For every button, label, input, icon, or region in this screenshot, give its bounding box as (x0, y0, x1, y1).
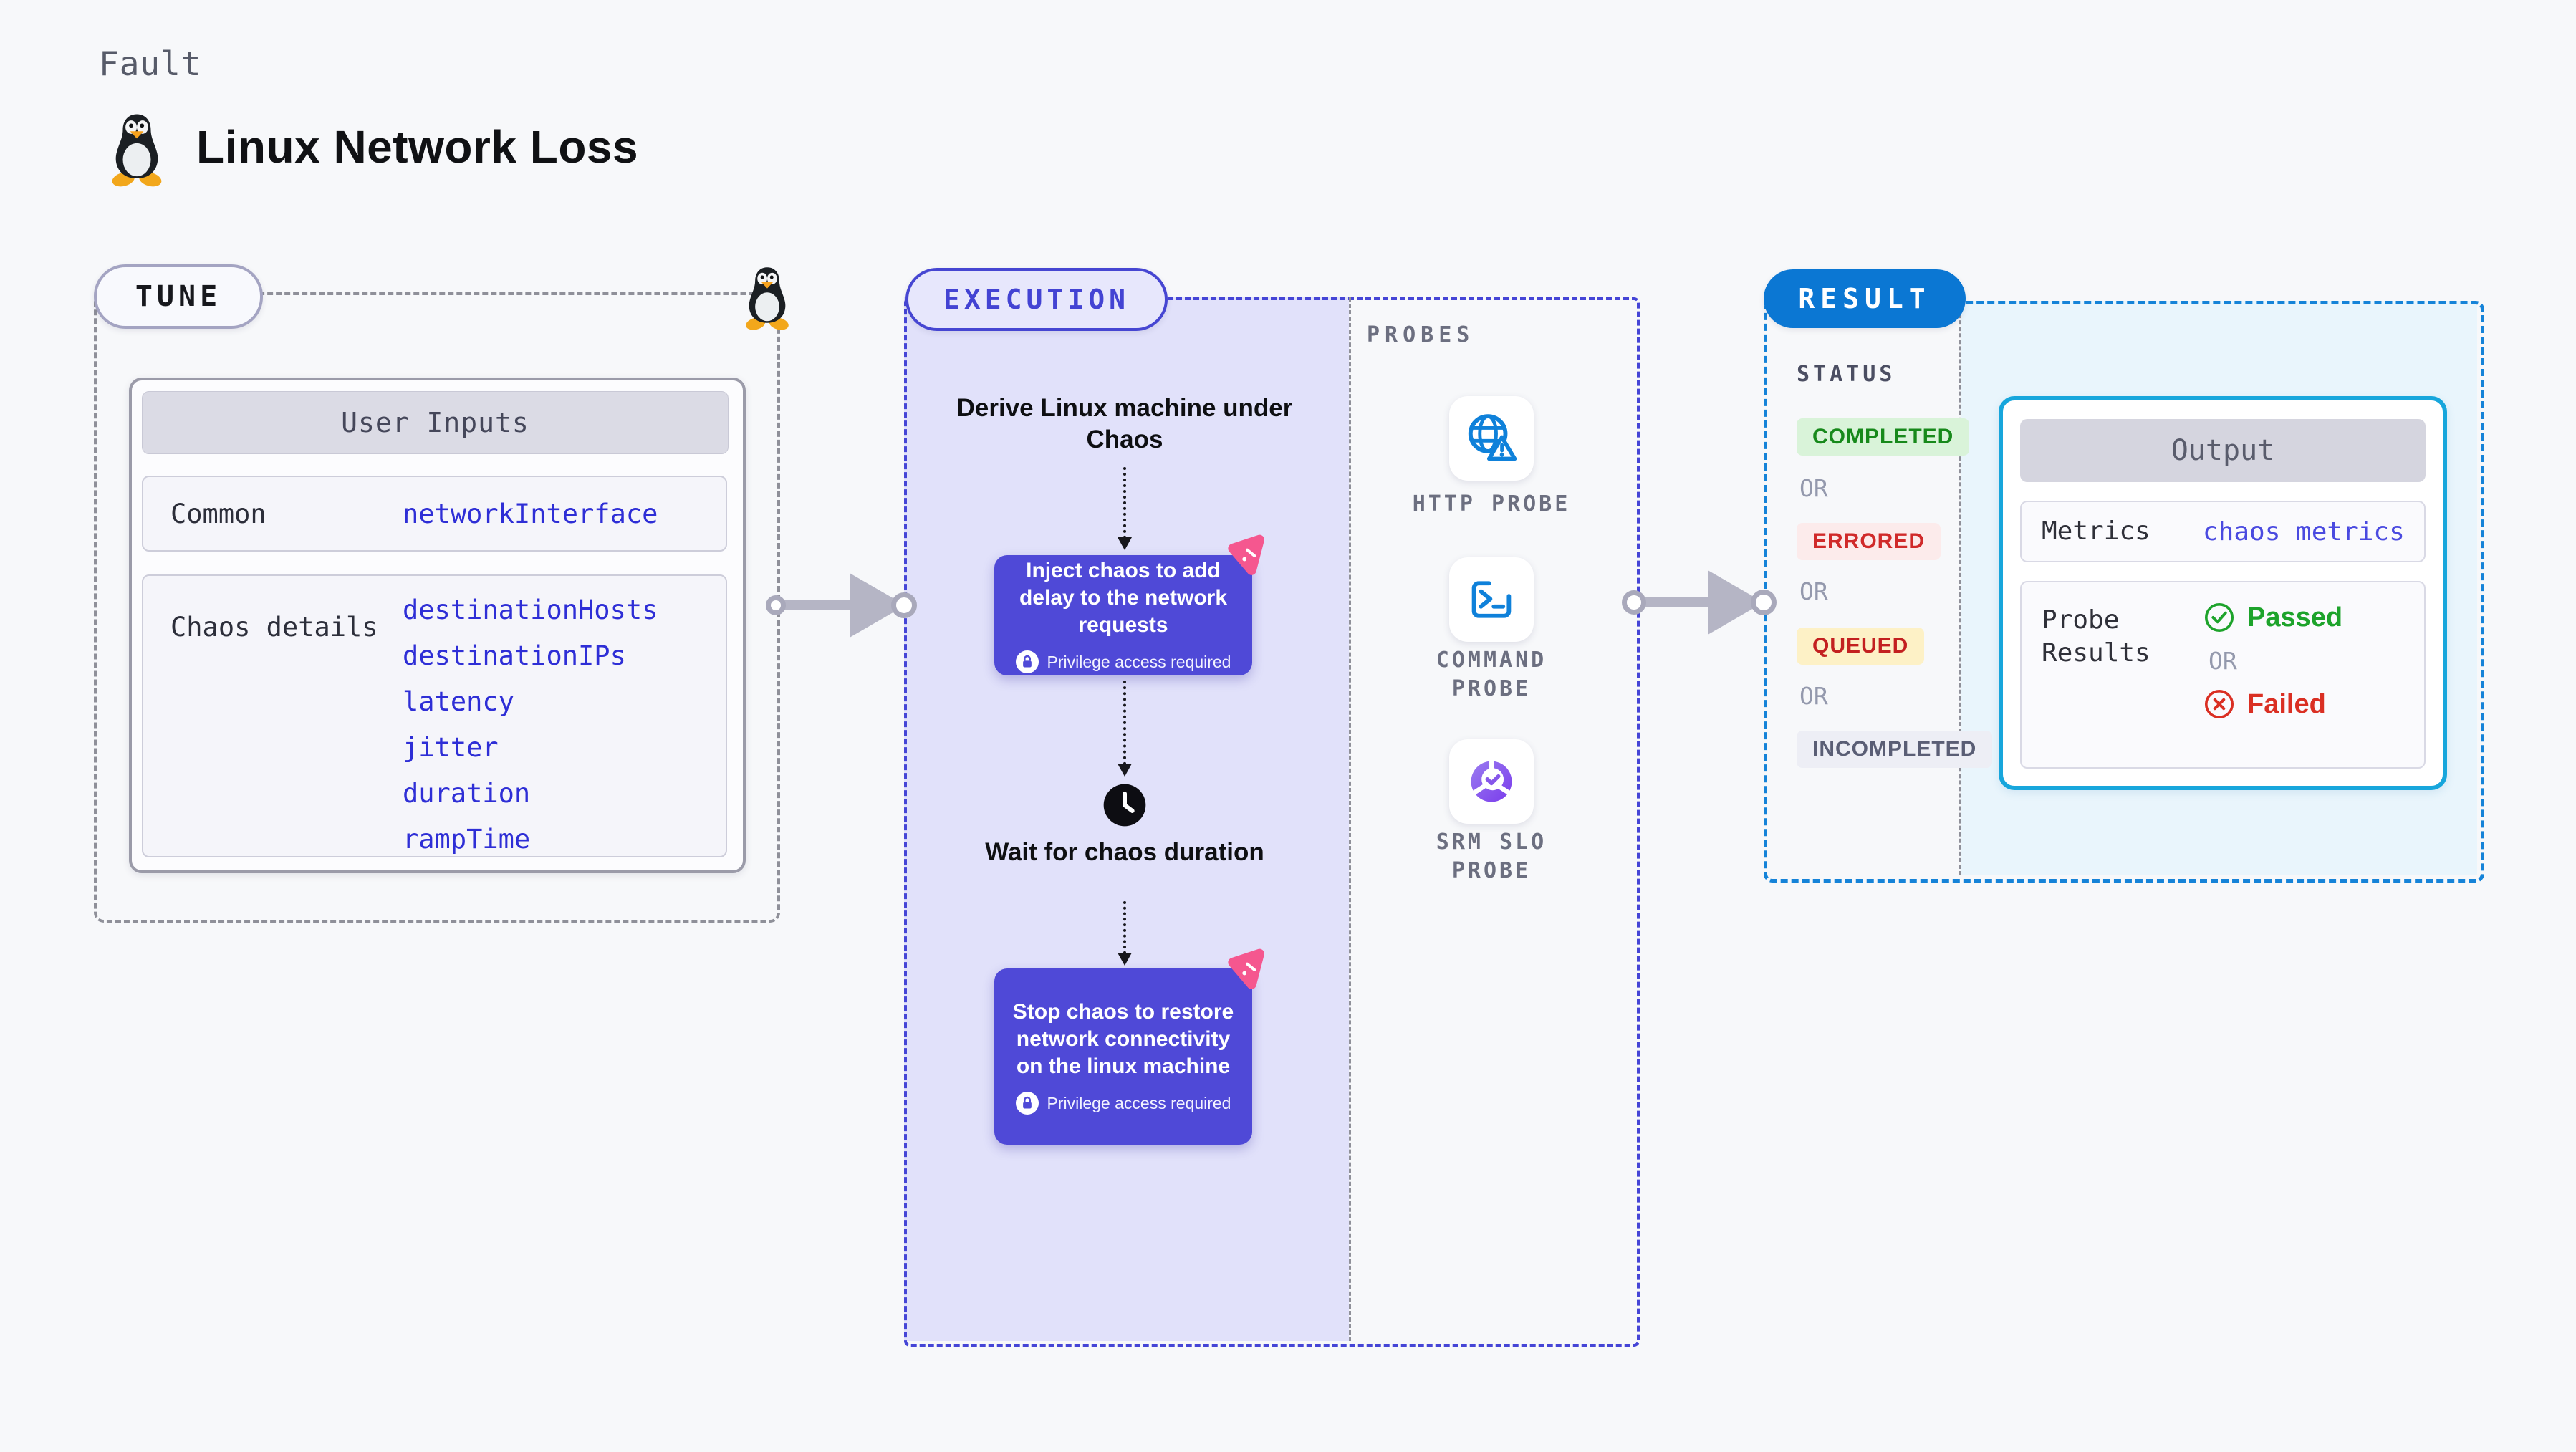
connector-dot (891, 592, 917, 618)
tune-to-execution-arrow (782, 600, 854, 610)
metrics-row: Metrics chaos metrics (2020, 501, 2426, 562)
arrow-down-icon (1118, 764, 1132, 777)
input-value: networkInterface (403, 498, 658, 529)
chaos-brand-icon (1223, 532, 1272, 581)
status-badge-incompleted: INCOMPLETED (1797, 731, 1993, 768)
connector-dot (1622, 590, 1646, 615)
arrow-down-icon (1118, 537, 1132, 550)
probe-results-label: Probe Results (2042, 605, 2150, 668)
or-separator: OR (2209, 647, 2237, 675)
passed-label: Passed (2247, 602, 2343, 633)
metrics-label: Metrics (2042, 516, 2150, 546)
output-title: Output (2020, 419, 2426, 482)
inject-step-text: Inject chaos to add delay to the network… (1019, 559, 1228, 637)
probes-divider (1349, 297, 1351, 1341)
flow-connector (1123, 467, 1126, 539)
page-title: Linux Network Loss (196, 121, 639, 173)
status-heading: STATUS (1797, 362, 1896, 387)
command-probe-label: COMMAND PROBE (1436, 648, 1547, 701)
input-value: destinationHosts (403, 595, 658, 625)
terminal-icon (1464, 572, 1519, 628)
arrow-down-icon (1118, 953, 1132, 966)
input-row-chaos-details: Chaos details destinationHosts destinati… (142, 574, 727, 857)
result-pill: RESULT (1764, 269, 1966, 328)
execution-to-result-arrow (1642, 597, 1711, 607)
fault-kicker: Fault (99, 44, 202, 83)
or-separator: OR (1799, 682, 1828, 710)
privilege-note-text: Privilege access required (1047, 652, 1231, 671)
input-row-common: Common networkInterface (142, 476, 727, 552)
status-badge-queued: QUEUED (1797, 628, 1925, 665)
inject-chaos-step: Inject chaos to add delay to the network… (994, 555, 1252, 675)
connector-dot (1751, 590, 1777, 615)
lock-icon (1016, 650, 1039, 673)
or-separator: OR (1799, 474, 1828, 502)
input-value: rampTime (403, 824, 531, 855)
or-separator: OR (1799, 577, 1828, 605)
input-value: destinationIPs (403, 640, 626, 671)
input-value: jitter (403, 732, 499, 763)
privilege-note-text: Privilege access required (1047, 1093, 1231, 1112)
privilege-note: Privilege access required (1016, 650, 1231, 673)
http-probe-card (1449, 396, 1534, 481)
execution-section-box (904, 297, 1640, 1347)
x-circle-icon (2203, 688, 2236, 721)
privilege-note: Privilege access required (1016, 1092, 1231, 1115)
lock-icon (1016, 1092, 1039, 1115)
failed-label: Failed (2247, 688, 2326, 719)
wait-step-text: Wait for chaos duration (985, 838, 1264, 866)
chaos-brand-icon (1223, 946, 1272, 995)
result-divider (1959, 301, 1961, 875)
tune-pill: TUNE (94, 264, 263, 329)
passed-verdict: Passed (2203, 601, 2342, 634)
probes-heading: PROBES (1367, 322, 1475, 347)
probe-results-row: Probe Results Passed OR Failed (2020, 581, 2426, 769)
check-circle-icon (2203, 601, 2236, 634)
status-badge-errored: ERRORED (1797, 523, 1941, 560)
probe-results-values: Passed OR Failed (2203, 582, 2342, 721)
failed-verdict: Failed (2203, 688, 2342, 721)
stop-chaos-step: Stop chaos to restore network connectivi… (994, 968, 1252, 1145)
connector-dot (766, 595, 786, 615)
linux-tux-corner-icon (739, 266, 795, 331)
flow-connector (1123, 901, 1126, 954)
input-row-label: Chaos details (170, 612, 378, 643)
http-probe-label: HTTP PROBE (1412, 491, 1571, 516)
slo-donut-icon (1464, 754, 1519, 809)
input-value: latency (403, 686, 514, 717)
output-card: Output Metrics chaos metrics Probe Resul… (1999, 396, 2447, 790)
status-badge-completed: COMPLETED (1797, 418, 1970, 456)
srm-slo-probe-label: SRM SLO PROBE (1436, 830, 1547, 883)
stop-step-text: Stop chaos to restore network connectivi… (1012, 1000, 1234, 1078)
metrics-value: chaos metrics (2203, 516, 2405, 547)
execution-pill: EXECUTION (905, 268, 1168, 331)
derive-step-text: Derive Linux machine under Chaos (956, 394, 1293, 453)
globe-alert-icon (1464, 410, 1519, 466)
input-value-list: destinationHosts destinationIPs latency … (403, 576, 658, 862)
input-row-label: Common (170, 498, 266, 529)
user-inputs-title: User Inputs (142, 391, 729, 454)
clock-icon (1102, 782, 1148, 828)
input-value: duration (403, 778, 531, 809)
linux-tux-icon (105, 113, 169, 188)
command-probe-card (1449, 557, 1534, 642)
srm-slo-probe-card (1449, 739, 1534, 824)
flow-connector (1123, 681, 1126, 765)
